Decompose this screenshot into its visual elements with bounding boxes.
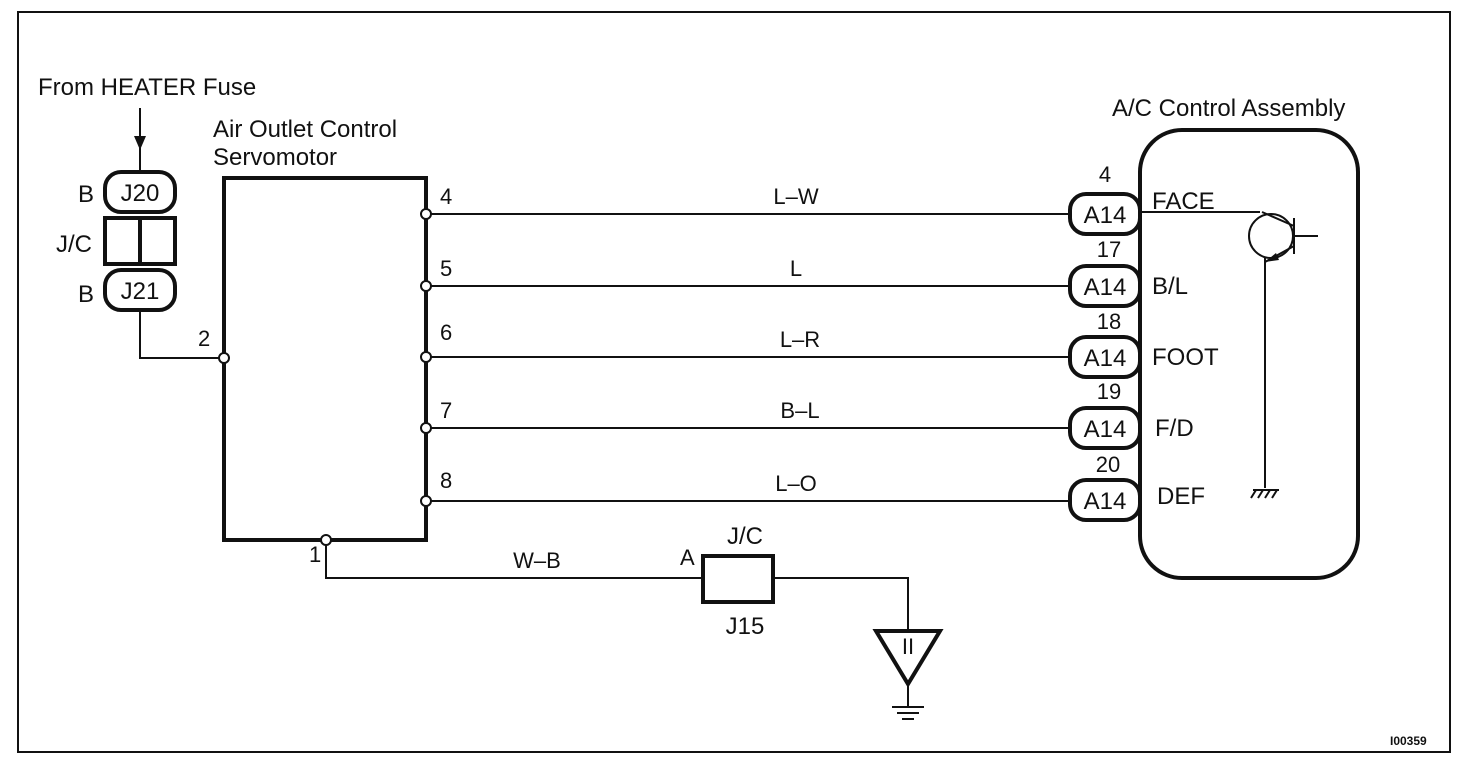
connector-j20-label: J20 xyxy=(121,180,160,207)
jc-label-top: J/C xyxy=(56,231,92,258)
servo-pin-label: 5 xyxy=(440,256,452,281)
wire-color-label: L xyxy=(790,256,802,281)
servo-pin-label: 6 xyxy=(440,320,452,345)
servo-title-line2: Servomotor xyxy=(213,144,337,171)
servo-pin-node xyxy=(420,280,432,292)
terminal-label: FOOT xyxy=(1152,344,1219,371)
servo-pin-label: 4 xyxy=(440,184,452,209)
connector-label: A14 xyxy=(1084,345,1127,372)
connector-a14 xyxy=(1068,335,1142,379)
chassis-ground-icon xyxy=(1250,489,1279,499)
jc-connector-j15: J15 xyxy=(726,613,765,640)
terminal-label: FACE xyxy=(1152,188,1215,215)
wire-color-label: L–R xyxy=(780,327,820,352)
connector-a14 xyxy=(1068,406,1142,450)
junction-block-j15 xyxy=(701,554,775,604)
ac-pin-label: 17 xyxy=(1097,237,1121,262)
jc-label-bottom: J/C xyxy=(727,523,763,550)
servo-pin-label: 8 xyxy=(440,468,452,493)
ground-icon xyxy=(892,684,924,720)
wire-color-label: L–O xyxy=(775,471,817,496)
terminal-label: B/L xyxy=(1152,273,1188,300)
ground-point-label: II xyxy=(902,634,914,659)
wire-row: 4 L–W A14 4 FACE xyxy=(420,162,1215,236)
wire-color-label: B–L xyxy=(780,398,819,423)
ac-assembly-title: A/C Control Assembly xyxy=(1112,95,1345,122)
ac-pin-label: 18 xyxy=(1097,309,1121,334)
jc-pin-a: A xyxy=(680,545,695,570)
wire-color-label: L–W xyxy=(773,184,818,209)
connector-label: A14 xyxy=(1084,202,1127,229)
source-label: From HEATER Fuse xyxy=(38,74,256,101)
wire-row: 5 L A14 17 B/L xyxy=(420,237,1188,308)
transistor-icon xyxy=(1140,211,1318,488)
connector-a14 xyxy=(1068,264,1142,308)
ac-pin-label: 19 xyxy=(1097,379,1121,404)
servo-pin-node xyxy=(420,208,432,220)
connector-label: A14 xyxy=(1084,416,1127,443)
servo-pin-node xyxy=(420,422,432,434)
figure-id: I00359 xyxy=(1390,734,1427,748)
ac-pin-label: 20 xyxy=(1096,452,1120,477)
wire-rows: 4 L–W A14 4 FACE 5 L A14 17 B/L 6 L–R A1… xyxy=(420,162,1219,522)
connector-label: A14 xyxy=(1084,488,1127,515)
servo-pin-2-label: 2 xyxy=(198,326,210,351)
servo-pin-label: 7 xyxy=(440,398,452,423)
feed-arrow-icon xyxy=(134,136,146,150)
terminal-label: F/D xyxy=(1155,415,1194,442)
wire-row: 6 L–R A14 18 FOOT xyxy=(420,309,1219,379)
servo-pin-node xyxy=(420,495,432,507)
ground-wire-b xyxy=(773,577,909,631)
wire-row: 8 L–O A14 20 DEF xyxy=(420,452,1205,522)
power-wire xyxy=(139,310,224,359)
connector-j20 xyxy=(103,170,177,214)
terminal-label: DEF xyxy=(1157,483,1205,510)
connector-label: A14 xyxy=(1084,274,1127,301)
diagram-frame xyxy=(17,11,1451,753)
ground-point-icon xyxy=(872,629,944,688)
ground-wire-a xyxy=(325,545,703,579)
servo-pin-2-node xyxy=(218,352,230,364)
connector-a14 xyxy=(1068,192,1142,236)
j21-prefix: B xyxy=(78,281,94,308)
servo-pin-1-node xyxy=(320,534,332,546)
ground-wire-color: W–B xyxy=(513,548,561,573)
j20-prefix: B xyxy=(78,181,94,208)
connector-a14 xyxy=(1068,478,1142,522)
servo-title-line1: Air Outlet Control xyxy=(213,116,397,143)
connector-j21-label: J21 xyxy=(121,278,160,305)
servo-pin-node xyxy=(420,351,432,363)
ac-pin-label: 4 xyxy=(1099,162,1111,187)
servomotor-box xyxy=(222,176,428,542)
servo-pin-1-label: 1 xyxy=(309,542,321,567)
wire-row: 7 B–L A14 19 F/D xyxy=(420,379,1194,450)
